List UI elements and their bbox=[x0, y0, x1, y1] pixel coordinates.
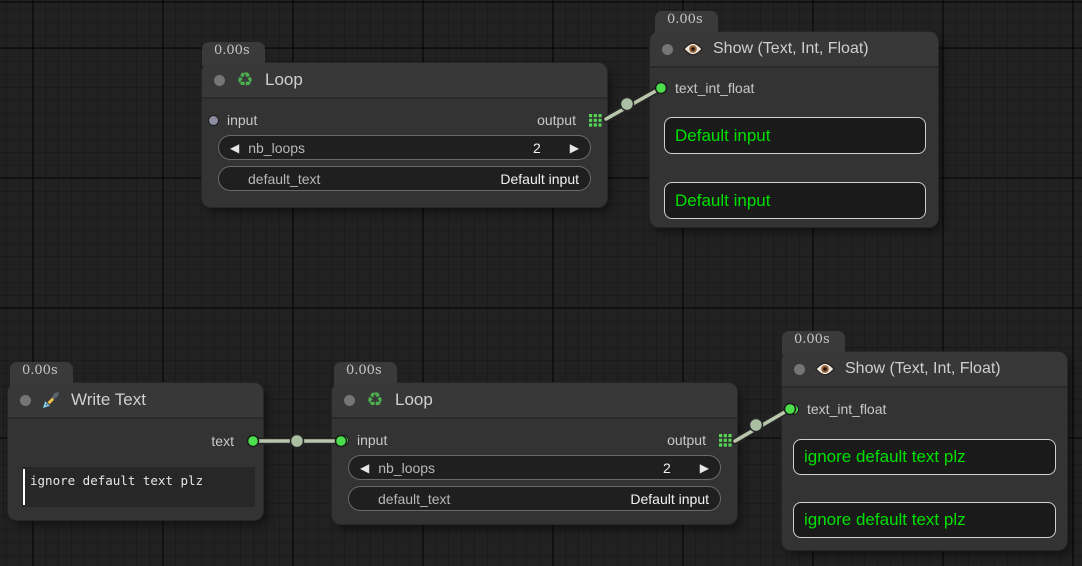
collapse-dot[interactable] bbox=[794, 363, 805, 375]
nb-loops-widget[interactable]: ◀ nb_loops 2 ▶ bbox=[218, 135, 591, 160]
node-write-text[interactable]: 0.00s Write Text text ignore default tex… bbox=[8, 362, 263, 520]
output-slot-label: output bbox=[667, 432, 706, 448]
display-text-box[interactable]: Default input bbox=[664, 182, 926, 219]
display-text-box[interactable]: Default input bbox=[664, 117, 926, 154]
node-loop-top[interactable]: 0.00s ♻ Loop input output ◀ nb_loops 2 ▶… bbox=[202, 42, 607, 207]
execution-time-badge: 0.00s bbox=[655, 11, 718, 35]
output-slot-label: text bbox=[211, 433, 234, 449]
link-midpoint-dot bbox=[748, 417, 764, 433]
input-slot-label: input bbox=[357, 432, 388, 448]
collapse-dot[interactable] bbox=[214, 74, 225, 86]
recycle-icon: ♻ bbox=[236, 68, 254, 91]
node-header[interactable]: ♻ Loop bbox=[332, 383, 737, 419]
input-slot-label: text_int_float bbox=[675, 80, 755, 96]
display-text-box[interactable]: ignore default text plz bbox=[793, 439, 1056, 475]
widget-value: 2 bbox=[662, 459, 671, 476]
decrement-arrow-icon[interactable]: ◀ bbox=[230, 140, 240, 155]
output-grid-slot-icon[interactable] bbox=[589, 114, 602, 127]
collapse-dot[interactable] bbox=[662, 43, 673, 55]
widget-label: nb_loops bbox=[248, 139, 306, 156]
node-header[interactable]: Show (Text, Int, Float) bbox=[650, 32, 938, 68]
input-slot[interactable] bbox=[656, 83, 667, 94]
widget-value: Default input bbox=[630, 490, 709, 507]
execution-time-badge: 0.00s bbox=[782, 331, 845, 355]
widget-value: Default input bbox=[500, 170, 579, 187]
node-title: Loop bbox=[265, 70, 303, 89]
text-caret bbox=[23, 469, 25, 505]
increment-arrow-icon[interactable]: ▶ bbox=[699, 460, 709, 475]
node-header[interactable]: Write Text bbox=[8, 383, 263, 419]
node-show-bottom[interactable]: 0.00s Show (Text, Int, Float) text_int_f… bbox=[782, 331, 1067, 550]
node-title: Write Text bbox=[71, 390, 146, 409]
nb-loops-widget[interactable]: ◀ nb_loops 2 ▶ bbox=[348, 455, 721, 480]
output-slot[interactable] bbox=[247, 435, 258, 446]
widget-value: 2 bbox=[532, 139, 541, 156]
output-grid-slot-icon[interactable] bbox=[719, 434, 732, 447]
default-text-widget[interactable]: default_text Default input bbox=[218, 166, 591, 191]
node-title: Show (Text, Int, Float) bbox=[845, 360, 1001, 377]
eye-icon bbox=[683, 42, 703, 56]
input-slot-label: input bbox=[227, 112, 258, 128]
input-slot-label: text_int_float bbox=[807, 401, 887, 417]
link-midpoint-dot bbox=[289, 433, 305, 449]
input-slot[interactable] bbox=[788, 404, 799, 415]
decrement-arrow-icon[interactable]: ◀ bbox=[360, 460, 370, 475]
eye-icon bbox=[815, 362, 835, 376]
textarea-content: ignore default text plz bbox=[30, 473, 204, 488]
input-slot[interactable] bbox=[208, 115, 219, 126]
node-title: Show (Text, Int, Float) bbox=[713, 40, 869, 57]
display-text-box[interactable]: ignore default text plz bbox=[793, 502, 1056, 538]
default-text-widget[interactable]: default_text Default input bbox=[348, 486, 721, 511]
execution-time-badge: 0.00s bbox=[202, 42, 265, 66]
execution-time-badge: 0.00s bbox=[10, 362, 73, 386]
node-title: Loop bbox=[395, 390, 433, 409]
widget-label: default_text bbox=[378, 490, 451, 507]
node-loop-bottom[interactable]: 0.00s ♻ Loop input output ◀ nb_loops 2 ▶… bbox=[332, 362, 737, 524]
node-header[interactable]: Show (Text, Int, Float) bbox=[782, 352, 1067, 388]
widget-label: nb_loops bbox=[378, 459, 436, 476]
increment-arrow-icon[interactable]: ▶ bbox=[569, 140, 579, 155]
link-midpoint-dot bbox=[619, 96, 635, 112]
input-slot[interactable] bbox=[338, 435, 349, 446]
widget-label: default_text bbox=[248, 170, 321, 187]
pen-nib-icon bbox=[41, 391, 61, 409]
collapse-dot[interactable] bbox=[344, 394, 355, 406]
execution-time-badge: 0.00s bbox=[334, 362, 397, 386]
node-header[interactable]: ♻ Loop bbox=[202, 63, 607, 99]
node-show-top[interactable]: 0.00s Show (Text, Int, Float) text_int_f… bbox=[650, 11, 938, 227]
recycle-icon: ♻ bbox=[366, 388, 384, 411]
collapse-dot[interactable] bbox=[20, 394, 31, 406]
output-slot-label: output bbox=[537, 112, 576, 128]
text-input-area[interactable]: ignore default text plz bbox=[22, 467, 255, 507]
